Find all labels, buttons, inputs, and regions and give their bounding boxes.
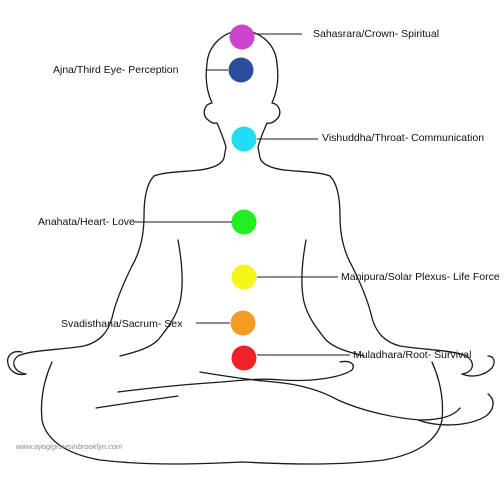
chakra-dot-crown [229, 24, 255, 50]
chakra-dot-root [231, 345, 257, 371]
chakra-label-throat: Vishuddha/Throat- Communication [322, 132, 484, 144]
chakra-label-heart: Anahata/Heart- Love [38, 216, 135, 228]
chakra-label-sacrum: Svadisthana/Sacrum- Sex [61, 318, 183, 330]
chakra-dots [228, 24, 257, 371]
chakra-dot-solar-plexus [231, 264, 257, 290]
chakra-leader-lines [134, 33, 350, 356]
chakra-label-crown: Sahasrara/Crown- Spiritual [313, 28, 439, 40]
chakra-label-root: Muladhara/Root- Survival [353, 349, 471, 361]
chakra-label-third-eye: Ajna/Third Eye- Perception [53, 64, 179, 76]
chakra-dot-heart [231, 209, 257, 235]
chakra-dot-third-eye [228, 57, 254, 83]
website-credit: www.ayogigrowsinbrooklyn.com [16, 442, 122, 451]
chakra-label-solar-plexus: Manipura/Solar Plexus- Life Force [341, 271, 500, 283]
chakra-dot-throat [231, 126, 257, 152]
meditating-figure-outline [6, 29, 495, 465]
chakra-dot-sacrum [230, 310, 256, 336]
